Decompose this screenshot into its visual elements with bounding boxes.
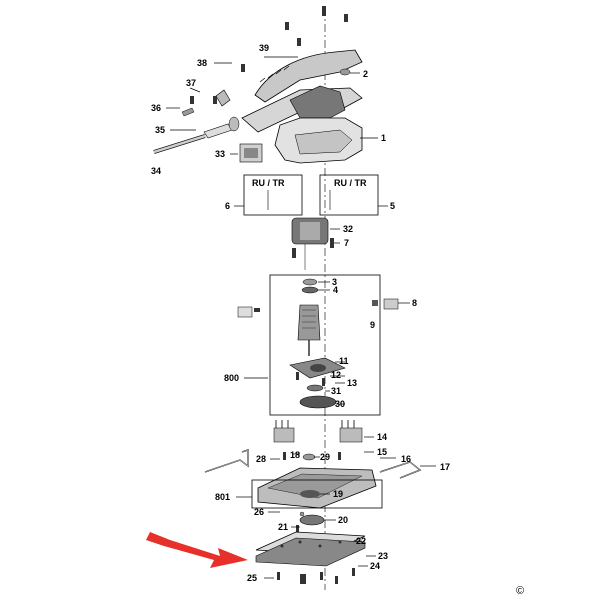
region-box-left: RU / TR [243,174,303,216]
callout-25: 25 [247,573,257,583]
callout-5: 5 [390,201,395,211]
callout-1: 1 [381,133,386,143]
callout-38: 38 [197,58,207,68]
callout-12: 12 [331,370,341,380]
part-20-pad-holder [296,511,325,533]
part-33-block [239,143,263,163]
red-indicator-arrow [146,532,248,568]
part-left-small [237,306,260,318]
callout-7: 7 [344,238,349,248]
part-8-switch [372,298,399,310]
callout-19: 19 [333,489,343,499]
part-36 [181,107,195,117]
callout-35: 35 [155,125,165,135]
callout-8: 8 [412,298,417,308]
part-37-switch [190,89,231,107]
callout-4: 4 [333,285,338,295]
callout-36: 36 [151,103,161,113]
callout-11: 11 [339,356,349,366]
callout-9: 9 [370,320,375,330]
callout-2: 2 [363,69,368,79]
region-box-right: RU / TR [319,174,379,216]
callout-21: 21 [278,522,288,532]
part-22-23-pads [255,531,366,567]
callout-22: 22 [356,536,366,546]
callout-6: 6 [225,201,230,211]
top-screws [241,6,348,72]
assembly-box-801 [251,467,383,509]
part-35-nozzle [203,116,240,139]
callout-16: 16 [401,454,411,464]
leader-lines [166,56,436,579]
part-24-25-screws [277,568,355,584]
callout-15: 15 [377,447,387,457]
callout-30: 30 [335,399,345,409]
callout-24: 24 [370,561,380,571]
upper-housing [254,49,363,103]
callout-18: 18 [290,450,300,460]
callout-13: 13 [347,378,357,388]
callout-34: 34 [151,166,161,176]
callout-labels: 38 39 2 37 36 35 1 33 34 6 5 32 7 3 4 8 … [151,43,450,583]
callout-33: 33 [215,149,225,159]
callout-20: 20 [338,515,348,525]
region-left-label: RU / TR [252,178,285,188]
callout-17: 17 [440,462,450,472]
callout-801: 801 [215,492,230,502]
callout-28: 28 [256,454,266,464]
callout-26: 26 [254,507,264,517]
callout-3: 3 [332,277,337,287]
part-32-field [291,217,334,258]
callout-29: 29 [320,452,330,462]
callout-14: 14 [377,432,387,442]
callout-31: 31 [331,386,341,396]
part-14-bracket [273,420,363,443]
copyright-mark: © [516,585,524,597]
part-17-clamp [204,449,422,479]
assembly-box-800 [269,274,381,416]
callout-800: 800 [224,373,239,383]
callout-37: 37 [186,78,196,88]
callout-23: 23 [378,551,388,561]
callout-32: 32 [343,224,353,234]
region-right-label: RU / TR [334,178,367,188]
callout-39: 39 [259,43,269,53]
part-34-rod [153,134,206,154]
motor-housing [241,85,363,164]
